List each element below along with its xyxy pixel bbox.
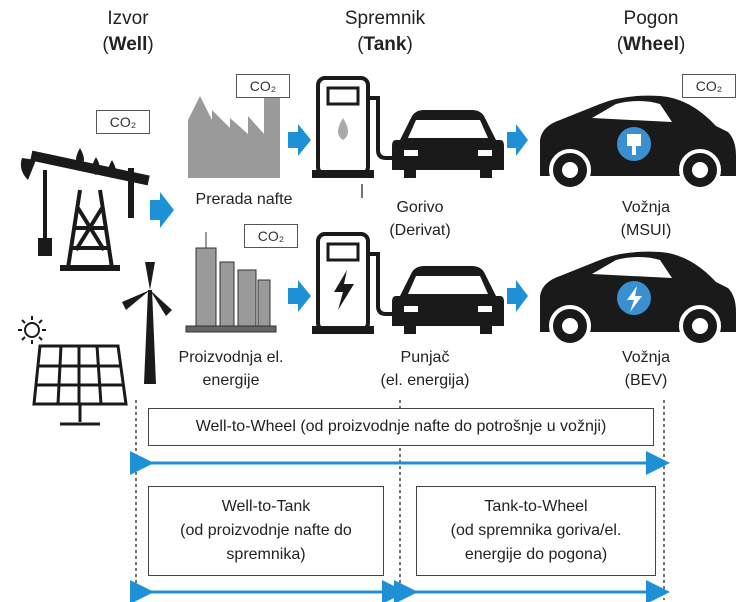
car-front-charge-icon — [392, 266, 504, 334]
wind-turbine-icon — [122, 262, 172, 384]
label-drive-ice-line2: (MSUI) — [620, 222, 672, 239]
label-charger-line1: Punjač — [400, 349, 450, 366]
span-well-to-wheel: Well-to-Wheel (od proizvodnje nafte do p… — [148, 408, 654, 446]
co2-badge-vehicle: CO₂ — [682, 74, 736, 98]
label-power: Proizvodnja el. energije — [166, 346, 296, 392]
span-ttw-line1: Tank-to-Wheel — [484, 498, 588, 515]
label-charger-line2: (el. energija) — [380, 372, 470, 389]
charging-station-icon — [312, 232, 396, 334]
label-power-line1: Proizvodnja el. — [178, 349, 284, 366]
arrow-plant-to-charger — [288, 280, 311, 312]
header-drive-title: Pogon — [623, 8, 679, 29]
header-drive: Pogon (Wheel) — [596, 6, 706, 58]
label-fuel-line1: Gorivo — [396, 199, 444, 216]
co2-badge-power: CO₂ — [244, 224, 298, 248]
oil-drops-icon — [76, 148, 116, 178]
sun-icon — [18, 316, 46, 344]
header-source-sub: (Well) — [102, 34, 154, 55]
refinery-icon — [188, 92, 280, 178]
solar-panel-icon — [32, 344, 128, 426]
label-fuel-line2: (Derivat) — [389, 222, 451, 239]
span-well-to-tank: Well-to-Tank (od proizvodnje nafte do sp… — [148, 486, 384, 576]
car-front-fuel-icon — [392, 110, 504, 178]
span-wtt-line1: Well-to-Tank — [221, 498, 311, 515]
power-plant-icon — [185, 232, 277, 333]
header-source: Izvor (Well) — [78, 6, 178, 58]
arrow-refinery-to-pump — [288, 124, 311, 156]
span-ttw-line2: (od spremnika goriva/el. — [450, 522, 622, 539]
label-refining: Prerada nafte — [195, 191, 293, 208]
co2-badge-well: CO₂ — [96, 110, 150, 134]
label-charger: Punjač (el. energija) — [370, 346, 480, 392]
span-wtt-line3: spremnika) — [226, 546, 306, 563]
co2-badge-refinery: CO₂ — [236, 74, 290, 98]
header-source-title: Izvor — [107, 8, 149, 29]
label-drive-bev-line1: Vožnja — [621, 349, 671, 366]
label-drive-ice-line1: Vožnja — [621, 199, 671, 216]
arrow-fuel-to-car — [507, 124, 528, 156]
span-ttw-line3: energije do pogona) — [464, 546, 608, 563]
arrow-charge-to-car — [507, 280, 528, 312]
label-drive-bev: Vožnja (BEV) — [598, 346, 694, 392]
header-drive-sub: (Wheel) — [616, 34, 686, 55]
fuel-pump-icon — [312, 76, 396, 178]
car-side-ice-icon — [540, 95, 736, 191]
label-power-line2: energije — [202, 372, 260, 389]
header-tank: Spremnik (Tank) — [330, 6, 440, 58]
car-side-bev-icon — [540, 251, 736, 347]
header-tank-sub: (Tank) — [357, 34, 413, 55]
label-drive-ice: Vožnja (MSUI) — [598, 196, 694, 242]
span-tank-to-wheel: Tank-to-Wheel (od spremnika goriva/el. e… — [416, 486, 656, 576]
header-tank-title: Spremnik — [344, 8, 426, 29]
oil-pump-icon — [20, 150, 150, 271]
label-drive-bev-line2: (BEV) — [624, 372, 668, 389]
span-wtt-line2: (od proizvodnje nafte do — [180, 522, 352, 539]
label-fuel: Gorivo (Derivat) — [370, 196, 470, 242]
arrow-well-to-process — [150, 192, 174, 228]
